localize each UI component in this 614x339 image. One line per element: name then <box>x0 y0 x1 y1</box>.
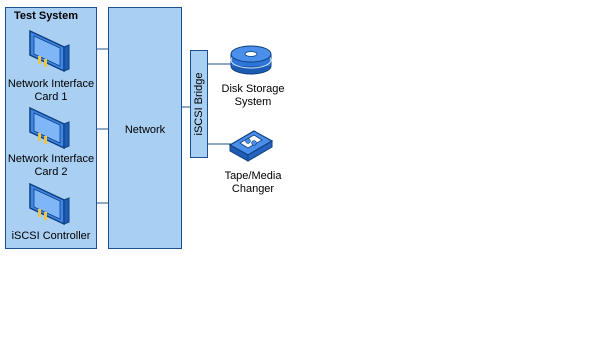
tape-media-label-line2: Changer <box>231 183 275 195</box>
disk-storage-label-line1: Disk Storage <box>221 83 285 95</box>
controller-label: iSCSI Controller <box>5 230 97 243</box>
network-label: Network <box>124 124 166 136</box>
disk-storage-label: Disk Storage System <box>218 83 288 109</box>
card-2-label: Network Interface Card 2 <box>5 153 97 179</box>
card-2-label-line2: Card 2 <box>34 166 68 178</box>
card-1-label: Network Interface Card 1 <box>5 78 97 104</box>
network-box: Network <box>108 7 182 249</box>
card-2-label-line1: Network Interface <box>7 153 95 165</box>
card-1-label-line1: Network Interface <box>7 78 95 90</box>
test-system-title: Test System <box>14 10 78 22</box>
card-1-label-line2: Card 1 <box>34 91 68 103</box>
iscsi-bridge-label: iSCSI Bridge <box>193 72 205 136</box>
network-card-1-icon <box>29 29 70 73</box>
disk-storage-label-line2: System <box>234 96 272 108</box>
iscsi-bridge-box: iSCSI Bridge <box>190 50 208 158</box>
controller-label-line1: iSCSI Controller <box>11 230 91 242</box>
tape-media-changer-icon <box>228 130 274 162</box>
tape-media-label-line1: Tape/Media <box>224 170 282 182</box>
iscsi-controller-icon <box>29 182 70 226</box>
tape-media-label: Tape/Media Changer <box>218 170 288 196</box>
disk-storage-icon <box>230 45 272 75</box>
network-card-2-icon <box>29 106 70 150</box>
